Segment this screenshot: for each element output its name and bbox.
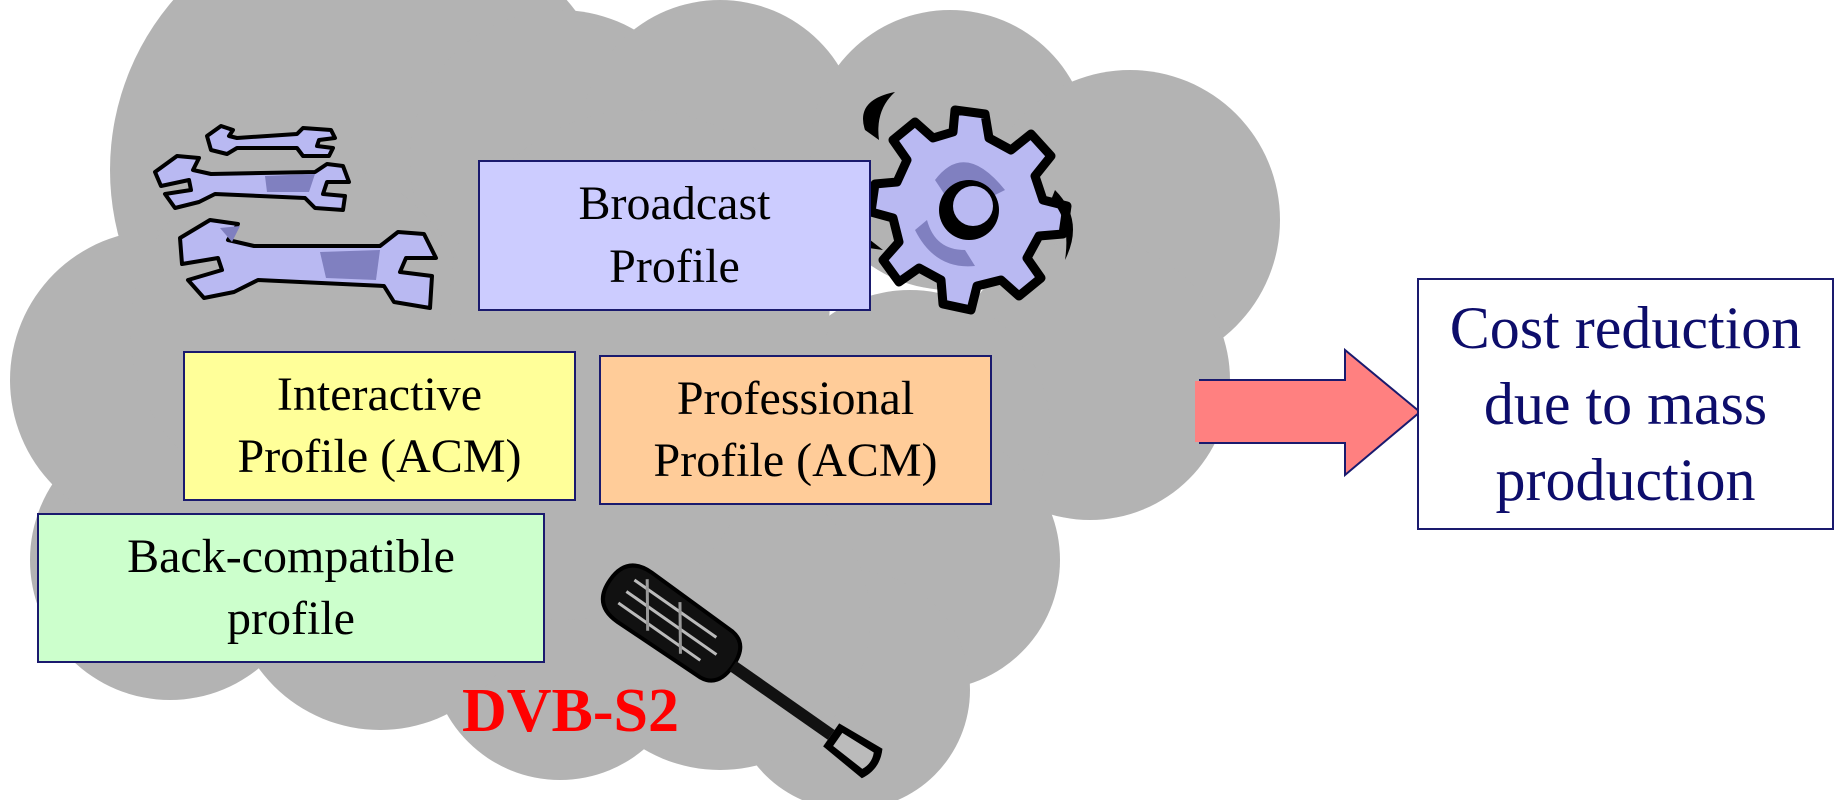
dvb-s2-label: DVB-S2 bbox=[462, 677, 680, 745]
back-compatible-profile-box: Back-compatible profile bbox=[37, 513, 545, 663]
interactive-profile-line1: Interactive bbox=[276, 367, 483, 421]
cost-reduction-line3: production bbox=[1495, 447, 1756, 514]
professional-profile-line2: Profile (ACM) bbox=[653, 434, 938, 487]
cost-reduction-box: Cost reduction due to mass production bbox=[1417, 278, 1834, 530]
broadcast-profile-line2: Profile bbox=[609, 239, 740, 293]
professional-profile-box: Professional Profile (ACM) bbox=[599, 355, 992, 505]
back-compatible-profile-line1: Back-compatible bbox=[127, 529, 455, 583]
interactive-profile-box: Interactive Profile (ACM) bbox=[183, 351, 576, 501]
broadcast-profile-line1: Broadcast bbox=[578, 177, 771, 231]
cost-reduction-line2: due to mass bbox=[1483, 370, 1768, 437]
wrench-icon bbox=[153, 124, 438, 310]
professional-profile-line1: Professional bbox=[676, 371, 915, 425]
interactive-profile-line2: Profile (ACM) bbox=[237, 430, 522, 483]
arrow-icon bbox=[1195, 347, 1422, 478]
back-compatible-profile-line2: profile bbox=[227, 592, 355, 645]
screwdriver-icon bbox=[600, 563, 883, 779]
cost-reduction-line1: Cost reduction bbox=[1449, 294, 1802, 361]
broadcast-profile-box: Broadcast Profile bbox=[478, 160, 871, 311]
